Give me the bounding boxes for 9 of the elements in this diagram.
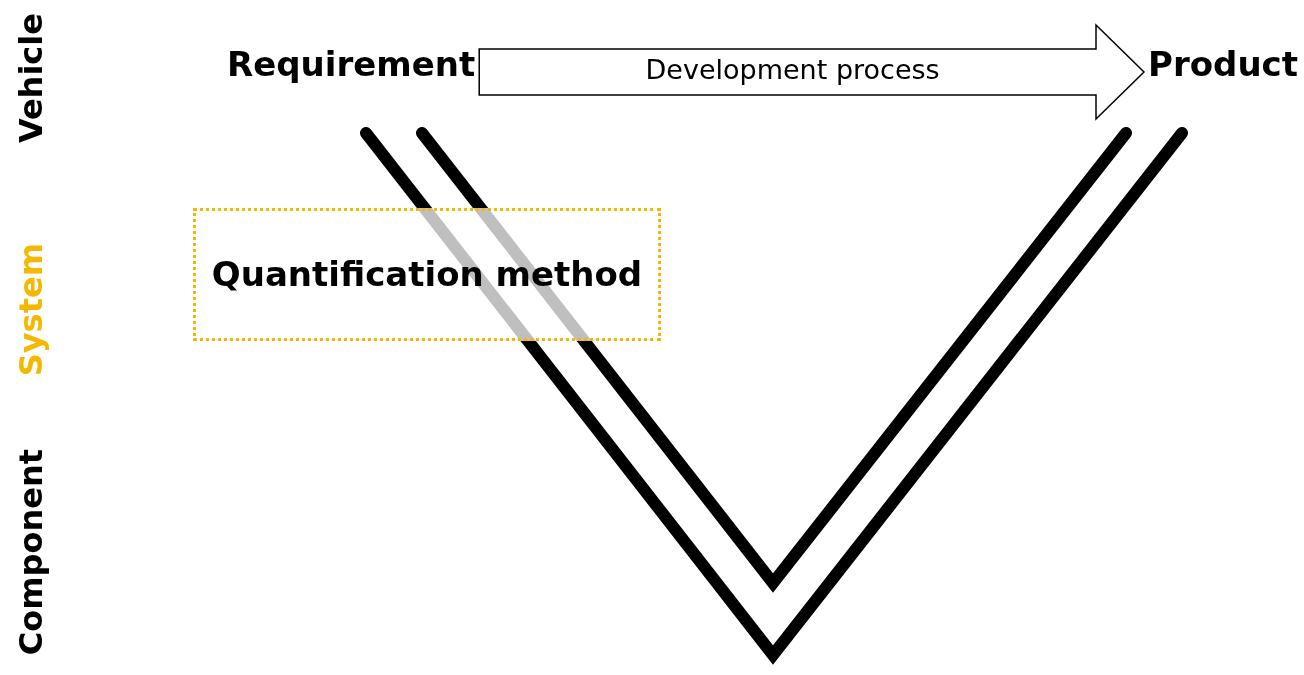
edge-label: Development process <box>645 54 940 85</box>
block-arrow <box>478 23 1146 121</box>
method-text: Quantification method <box>211 253 643 297</box>
dotted-box <box>193 208 661 341</box>
level-label: System <box>12 243 50 377</box>
product-label: Product <box>1148 44 1298 85</box>
level-label: Component <box>12 448 50 656</box>
level-label: Vehicle <box>12 12 50 144</box>
requirement-label: Requirement <box>227 44 476 85</box>
